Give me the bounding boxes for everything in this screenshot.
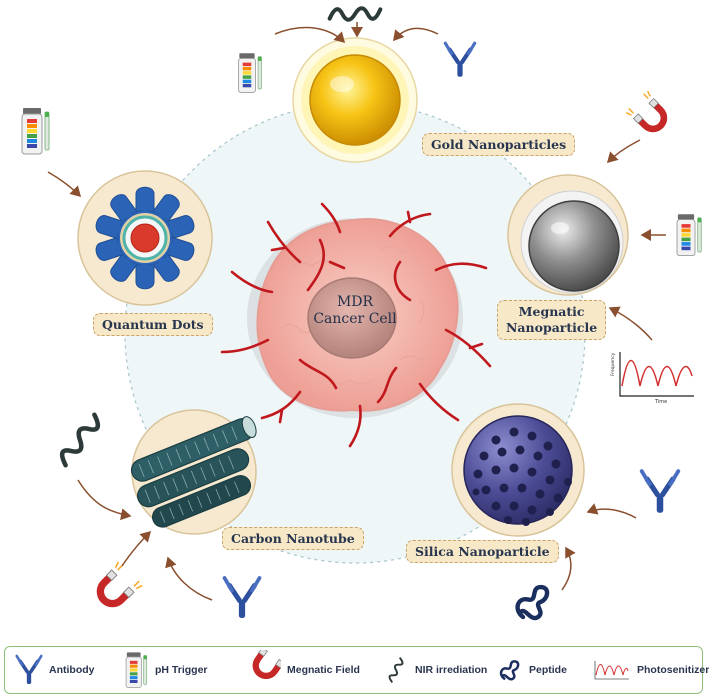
arrow <box>47 171 82 198</box>
peptide-icon <box>518 587 548 618</box>
magnetic-nanoparticle <box>507 174 629 296</box>
center-label-line2: Cancer Cell <box>313 311 397 327</box>
ph-vial-icon <box>125 652 148 688</box>
legend-item-magnetic-field: Megnatic Field <box>245 647 360 693</box>
graph-ylabel: Frequency <box>610 352 616 376</box>
antibody-icon <box>445 43 474 77</box>
arrow <box>608 306 653 341</box>
magnetic-label-line1: Megnatic <box>518 304 585 319</box>
arrow <box>274 26 346 44</box>
frequency-graph: Frequency Time <box>610 352 694 405</box>
ph-vial-icon <box>676 213 702 257</box>
legend-label-magnetic-field: Megnatic Field <box>287 664 360 676</box>
ph-vial-icon <box>238 52 262 93</box>
legend-item-peptide: Peptide <box>497 647 567 693</box>
gold-nanoparticles-label: Gold Nanoparticles <box>422 133 576 156</box>
center-label-line1: MDR <box>337 294 374 310</box>
silica-nanoparticle <box>451 403 585 537</box>
blood-vessels <box>220 202 492 448</box>
magnet-icon <box>88 560 144 616</box>
silica-nanoparticle-label: Silica Nanoparticle <box>406 540 559 563</box>
legend-label-photosensitizer: Photosenitizer <box>637 664 709 676</box>
legend-label-antibody: Antibody <box>49 664 95 676</box>
nir-wave-icon <box>386 657 406 683</box>
arrow <box>586 503 637 519</box>
arrow <box>77 479 132 521</box>
quantum-dots-label: Quantum Dots <box>93 313 213 336</box>
legend-label-peptide: Peptide <box>529 664 567 676</box>
antibody-icon <box>15 654 43 686</box>
photosensitizer-graph-icon <box>594 661 629 680</box>
graph-xlabel: Time <box>654 399 667 405</box>
arrow <box>393 27 439 42</box>
ph-vial-icon <box>21 107 50 155</box>
carbon-nanotube-label: Carbon Nanotube <box>222 527 364 550</box>
magnetic-label-line2: Nanoparticle <box>506 320 598 335</box>
peptide-icon <box>499 660 520 681</box>
legend-item-photosensitizer: Photosenitizer <box>591 647 709 693</box>
arrow <box>121 530 152 567</box>
quantum-dots <box>77 170 213 306</box>
legend-label-ph-trigger: pH Trigger <box>155 664 208 676</box>
gold-nanoparticle <box>292 37 418 163</box>
antibody-icon <box>225 578 260 618</box>
arrow <box>561 546 576 591</box>
arrow <box>606 139 641 164</box>
nir-wave-icon <box>330 8 381 20</box>
nir-wave-icon <box>57 414 104 466</box>
legend-item-nir: NIR irrediation <box>383 647 487 693</box>
magnet-icon <box>624 89 675 140</box>
carbon-nanotube <box>130 409 257 535</box>
legend-item-ph-trigger: pH Trigger <box>123 647 208 693</box>
magnetic-nanoparticle-label: Megnatic Nanoparticle <box>497 300 607 340</box>
magnet-icon <box>245 650 281 686</box>
arrow <box>165 556 213 601</box>
antibody-icon <box>642 471 678 513</box>
legend: Antibody pH Trigger Megnatic Field NIR i… <box>4 646 709 694</box>
legend-item-antibody: Antibody <box>15 647 95 693</box>
legend-label-nir: NIR irrediation <box>415 664 488 676</box>
mdr-cancer-cell <box>220 202 492 448</box>
